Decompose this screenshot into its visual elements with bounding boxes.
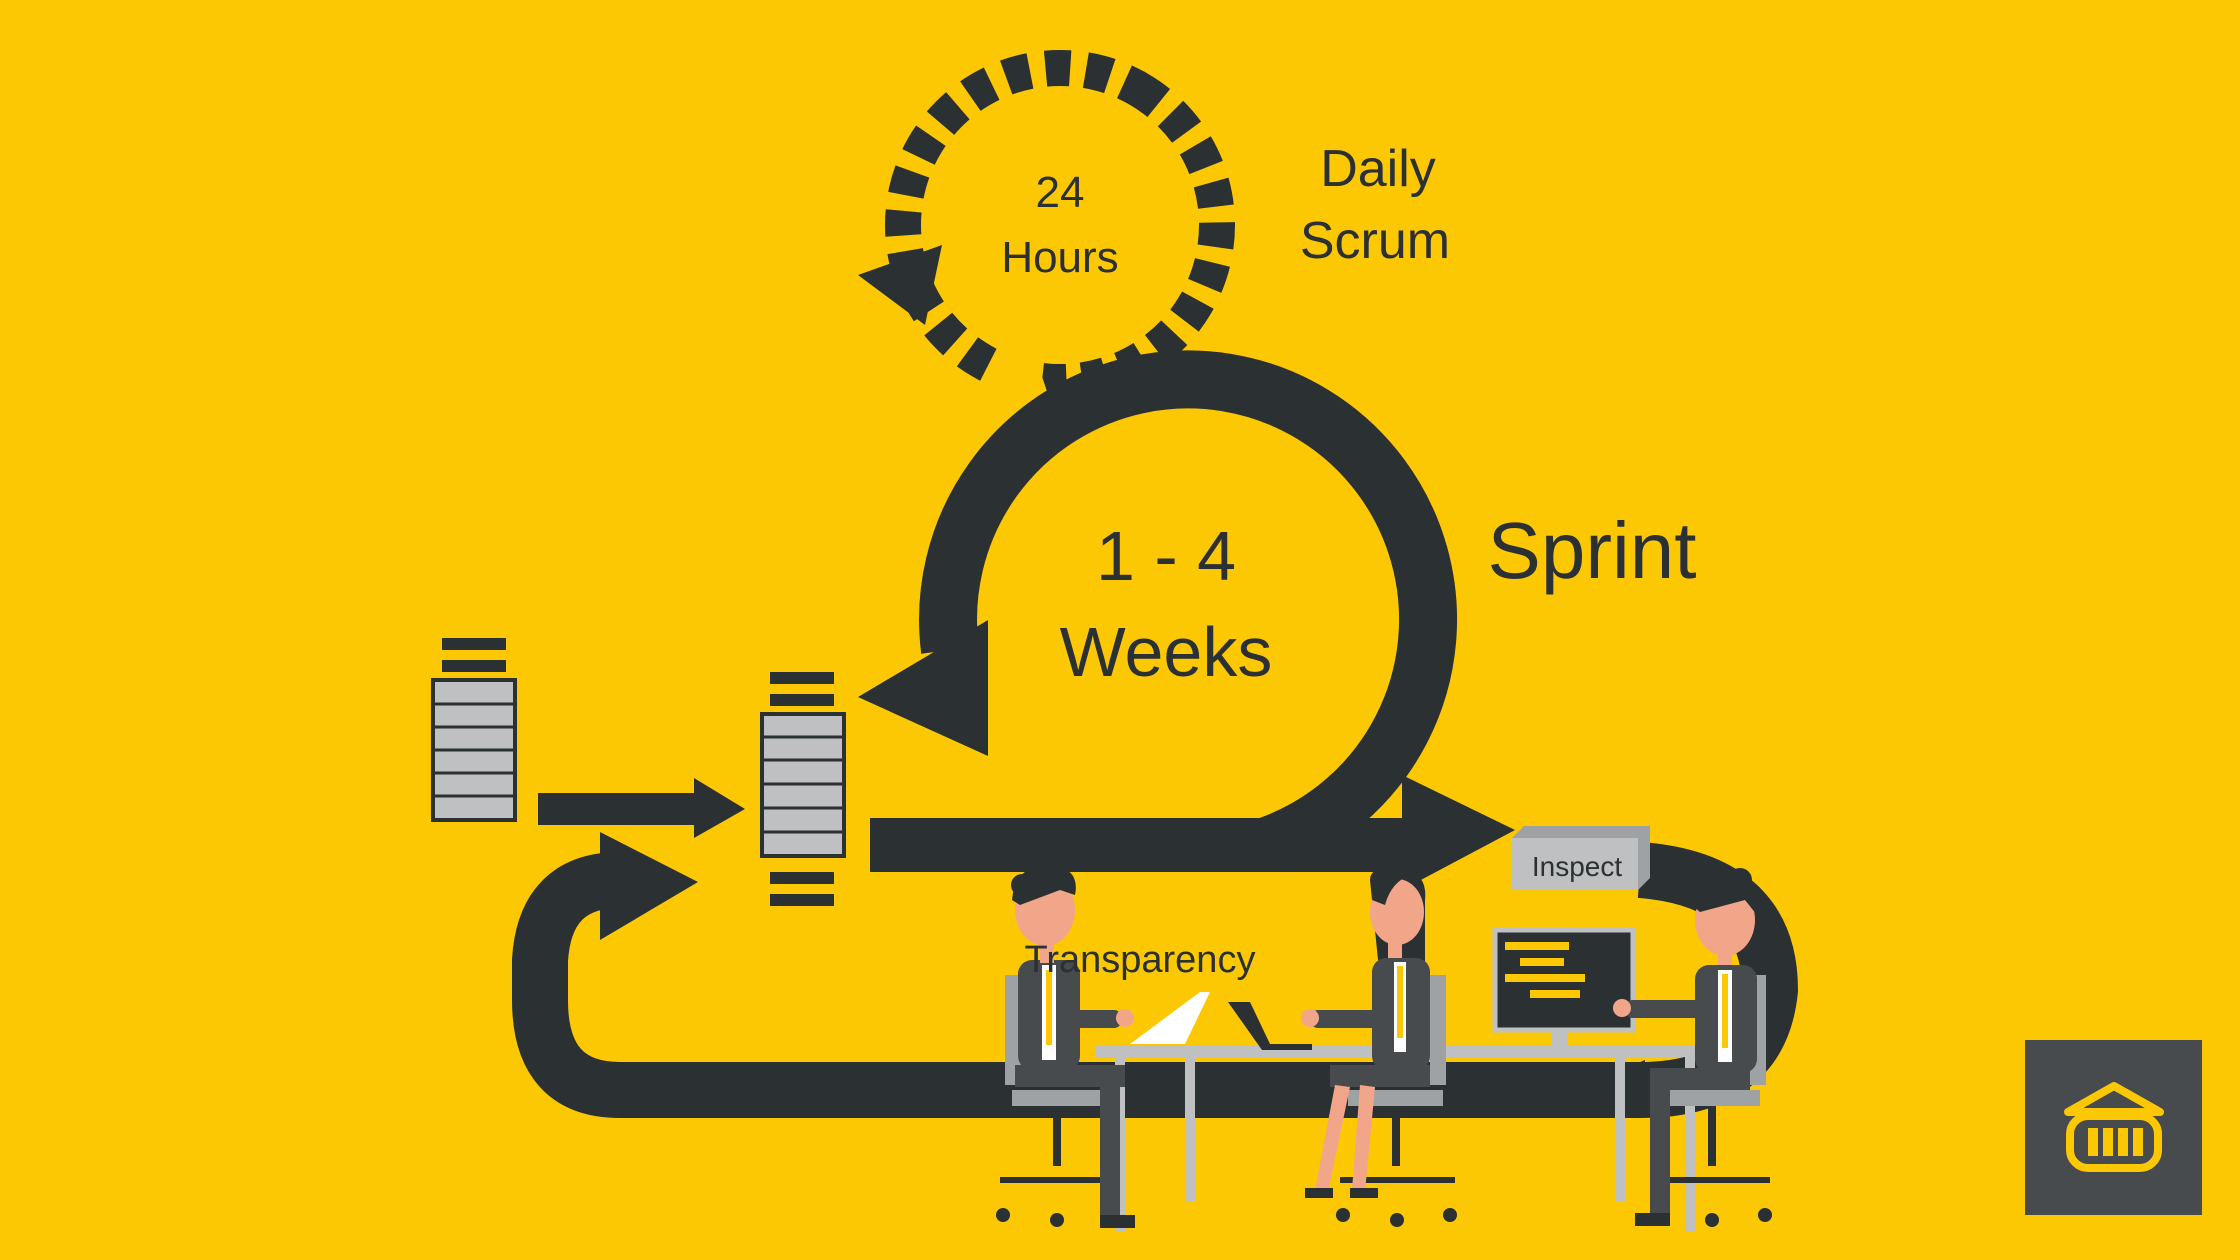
product-backlog xyxy=(431,638,517,822)
sprint-arrowhead xyxy=(858,620,988,756)
daily-scrum-cycle: 24 Hours xyxy=(858,49,1235,400)
return-arrowhead xyxy=(1580,1060,1645,1118)
inspect-label: Inspect xyxy=(1532,851,1622,882)
sprint-backlog xyxy=(760,672,846,906)
team-meeting-illustration xyxy=(996,865,1772,1232)
sprint-cycle-line2: Weeks xyxy=(1060,613,1273,691)
main-flow-bar xyxy=(870,818,1430,872)
main-flow-arrowhead xyxy=(1402,775,1515,890)
daily-arrowhead xyxy=(858,245,942,325)
backlog-arrowhead xyxy=(694,778,745,838)
sprint-label: Sprint xyxy=(1488,506,1697,595)
sprint-ring xyxy=(919,350,1458,873)
daily-cycle-line1: 24 xyxy=(1036,168,1085,217)
daily-dashed-ring xyxy=(885,49,1235,400)
sprint-cycle: 1 - 4 Weeks xyxy=(858,350,1458,873)
person-middle xyxy=(1301,867,1457,1227)
person-left xyxy=(996,865,1135,1228)
daily-label-line2: Scrum xyxy=(1300,212,1450,270)
inspect-box: Inspect xyxy=(1512,826,1650,890)
feedback-arrowhead xyxy=(600,832,698,940)
daily-cycle-line2: Hours xyxy=(1001,233,1118,282)
sprint-cycle-line1: 1 - 4 xyxy=(1096,517,1236,595)
bank-building-icon xyxy=(2063,1081,2164,1172)
backlog-arrow-bar xyxy=(538,793,698,825)
daily-label-line1: Daily xyxy=(1320,140,1436,198)
person-right xyxy=(1613,868,1772,1227)
logo-badge xyxy=(2025,1040,2202,1215)
transparency-label: Transparency xyxy=(1025,939,1256,981)
